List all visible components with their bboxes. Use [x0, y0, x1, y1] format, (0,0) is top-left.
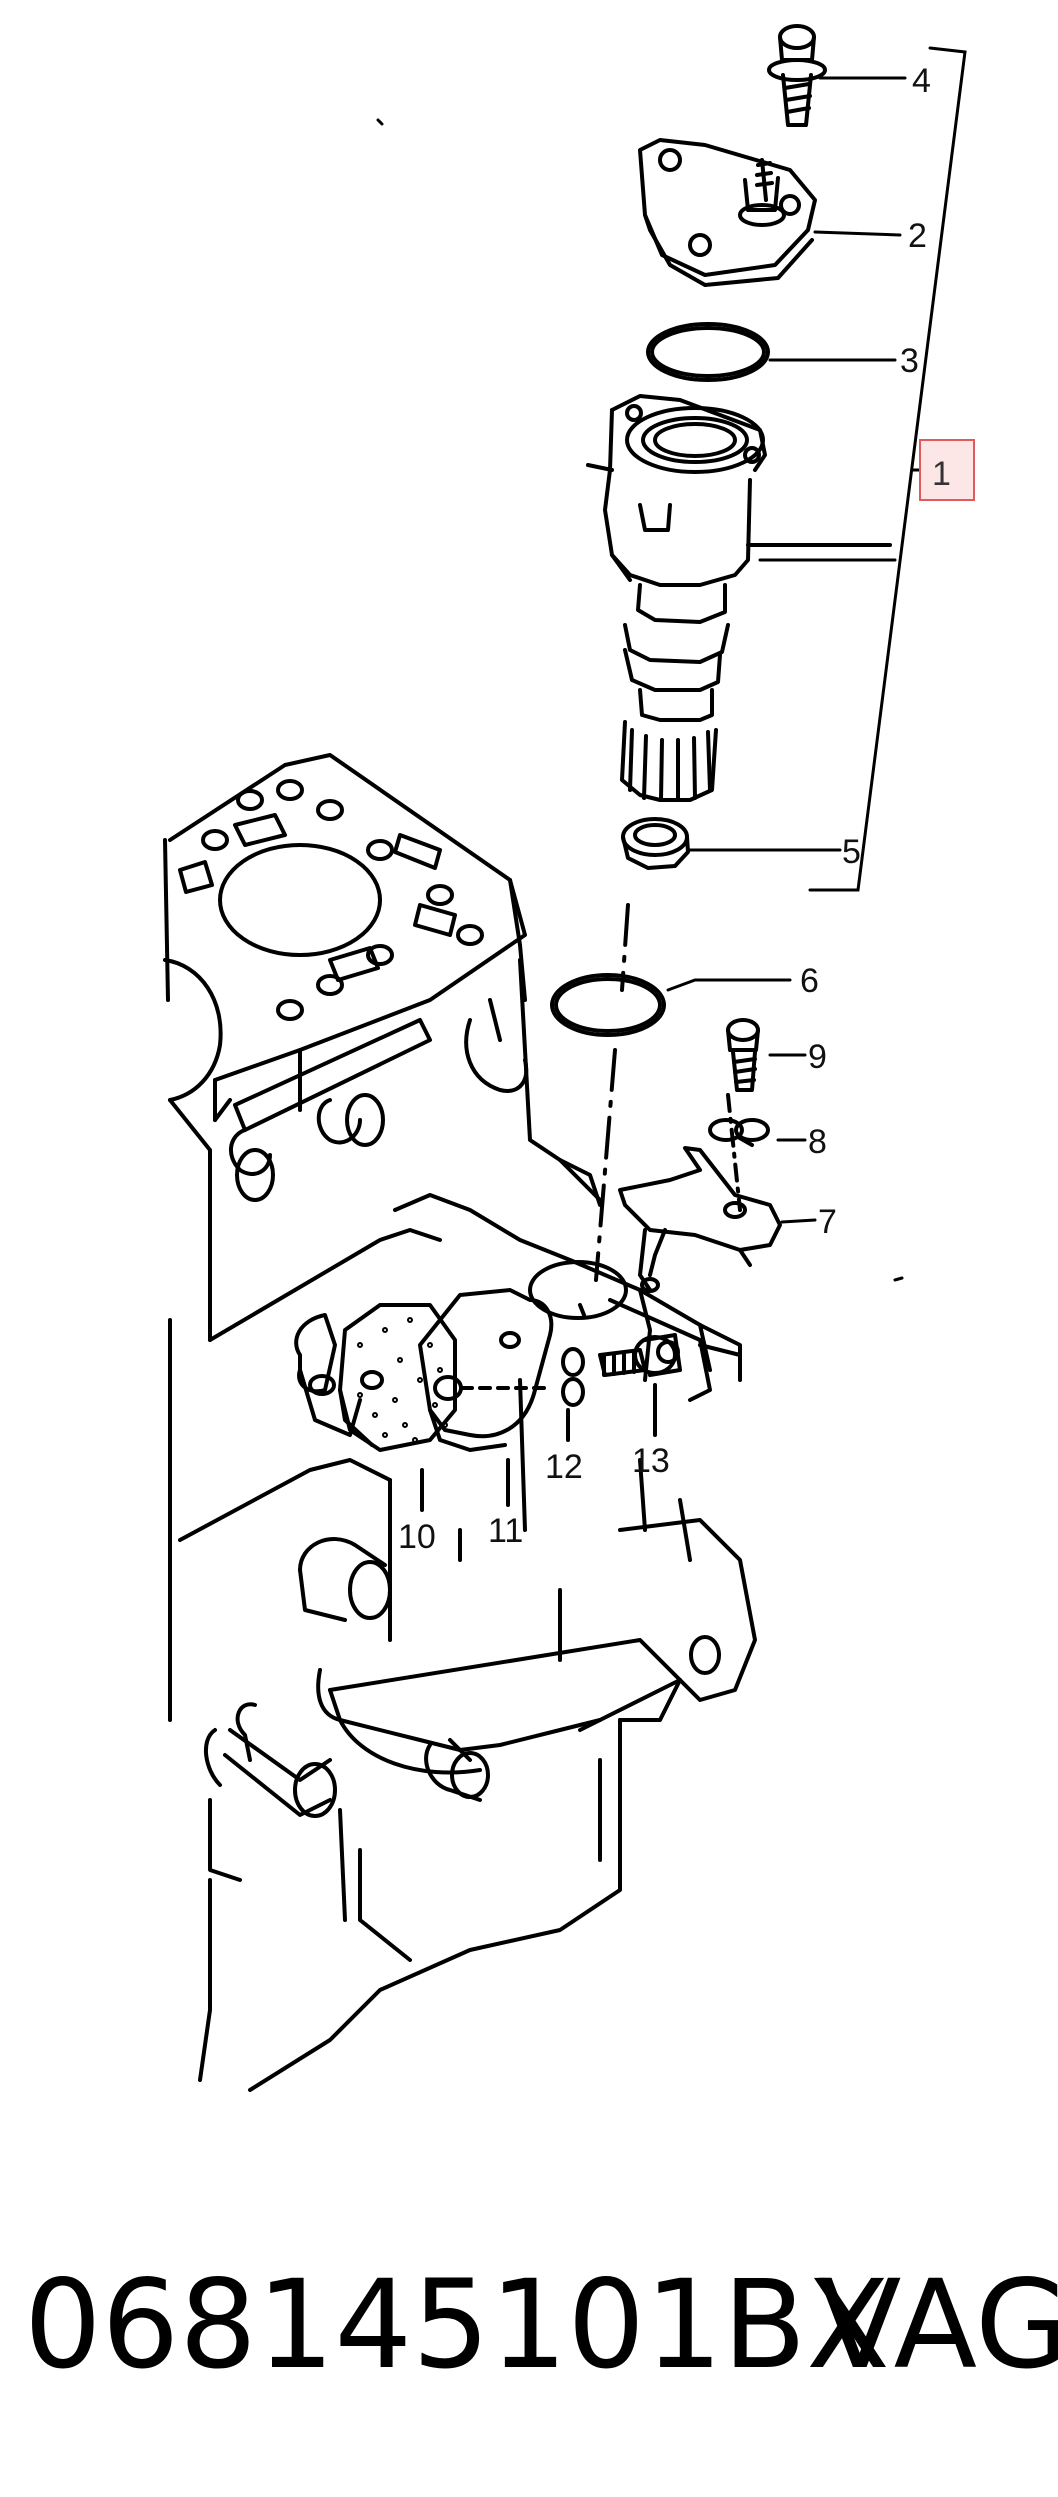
callout-1-highlight: [919, 439, 975, 501]
o-ring-6: [550, 973, 666, 1037]
o-ring-3: [646, 322, 770, 382]
engine-block: [163, 753, 757, 2092]
distributor-assembly: [528, 24, 892, 1320]
bolt-4: [767, 24, 827, 127]
callout-labels: 1 2 3 4 5 6 7 8 9 10 11 12 13: [398, 62, 951, 1556]
clamp-assembly: [618, 1018, 782, 1292]
cover-plate-2: [638, 138, 817, 287]
callout-4: 4: [912, 62, 931, 100]
part-number: 068145101BX: [24, 2254, 890, 2396]
seal-5: [621, 817, 690, 870]
callout-12: 12: [545, 1448, 583, 1486]
footer: 068145101BX VAG: [0, 2260, 1058, 2390]
callout-3: 3: [900, 342, 919, 380]
callout-11: 11: [488, 1512, 523, 1550]
spacer-texture: [357, 1317, 448, 1443]
callout-8: 8: [808, 1123, 827, 1161]
callout-10: 10: [398, 1518, 436, 1556]
leader-lines: [376, 46, 967, 1282]
callout-7: 7: [818, 1203, 837, 1241]
callout-9: 9: [808, 1038, 827, 1076]
callout-13: 13: [632, 1442, 670, 1480]
callout-1: 1: [932, 455, 951, 493]
brand-name: VAG: [818, 2254, 1058, 2396]
pump-assembly: [294, 1288, 682, 1512]
callout-6: 6: [800, 962, 819, 1000]
callout-2: 2: [908, 217, 927, 255]
callout-5: 5: [842, 833, 861, 871]
distributor-housing: [586, 394, 892, 802]
